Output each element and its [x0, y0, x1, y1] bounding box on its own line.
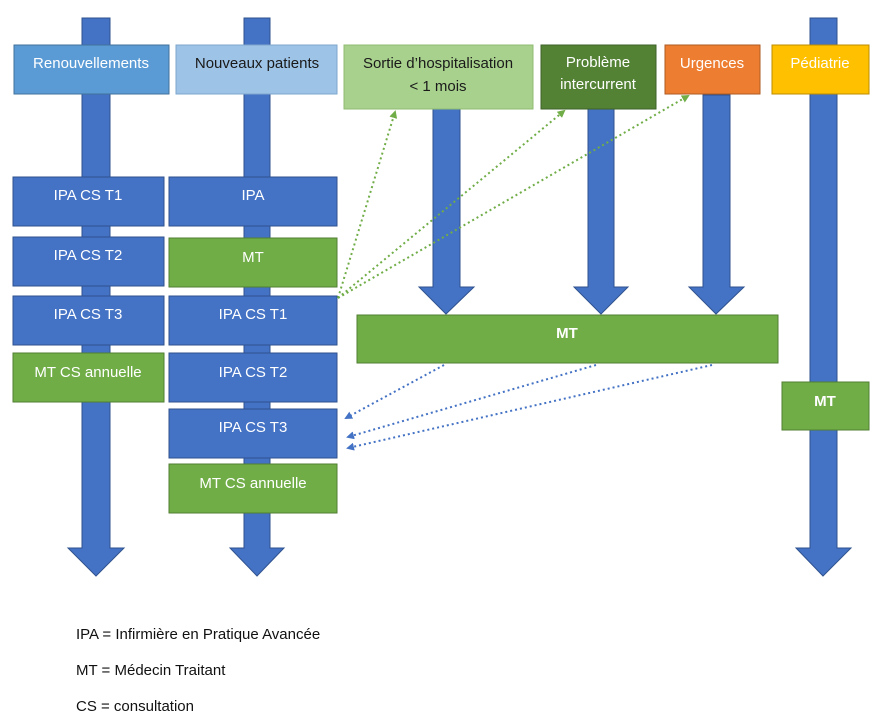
sortie-flow-arrow — [417, 107, 476, 315]
nou-step-6: MT CS annuelle — [199, 475, 306, 492]
ren-step-3-box — [12, 295, 165, 346]
ren-step-4-box — [12, 352, 165, 403]
header-nouveaux-patients: Nouveaux patients — [195, 55, 319, 72]
header-sortie-line1: Sortie d’hospitalisation — [363, 55, 513, 72]
nou-step-4-box — [168, 352, 338, 403]
connector-to-urgences — [337, 95, 690, 299]
connector-mt-to-t3-a — [344, 364, 445, 419]
ren-step-2: IPA CS T2 — [54, 247, 123, 264]
header-renouvellements: Renouvellements — [33, 55, 149, 72]
legend-ipa: IPA = Infirmière en Pratique Avancée — [76, 626, 321, 643]
connector-mt-to-t3-c — [346, 364, 713, 451]
mt-pediatrie-label: MT — [814, 393, 836, 410]
nou-step-6-box — [168, 463, 338, 514]
header-pediatrie: Pédiatrie — [790, 55, 849, 72]
nou-step-1: IPA — [241, 187, 264, 204]
connector-mt-to-t3-b — [346, 364, 597, 440]
header-probleme-line2: intercurrent — [560, 76, 637, 93]
nou-step-2: MT — [242, 249, 264, 266]
header-sortie-box — [343, 44, 534, 110]
mt-pediatrie-box — [781, 381, 870, 431]
header-urgences: Urgences — [680, 55, 744, 72]
header-sortie-line2: < 1 mois — [409, 78, 466, 95]
ren-step-1-box — [12, 176, 165, 227]
legend-mt: MT = Médecin Traitant — [76, 662, 226, 679]
pediatrie-flow-arrow — [794, 17, 853, 577]
header-pediatrie-box — [771, 44, 870, 95]
ren-step-2-box — [12, 236, 165, 287]
mt-center-box — [356, 314, 779, 364]
legend-cs: CS = consultation — [76, 698, 194, 715]
nou-step-3: IPA CS T1 — [219, 306, 288, 323]
nou-step-1-box — [168, 176, 338, 227]
urgences-flow-arrow — [687, 94, 746, 315]
connector-to-probleme — [337, 109, 566, 299]
header-nouveaux-box — [175, 44, 338, 95]
nou-step-2-box — [168, 237, 338, 288]
ren-step-1: IPA CS T1 — [54, 187, 123, 204]
probleme-flow-arrow — [572, 107, 630, 315]
nou-step-3-box — [168, 295, 338, 346]
header-urgences-box — [664, 44, 761, 95]
header-probleme-line1: Problème — [566, 54, 630, 71]
header-renouvellements-box — [13, 44, 170, 95]
header-probleme-box — [540, 44, 657, 110]
mt-center-label: MT — [556, 325, 578, 342]
ren-step-4: MT CS annuelle — [34, 364, 141, 381]
ren-step-3: IPA CS T3 — [54, 306, 123, 323]
nou-step-5-box — [168, 408, 338, 459]
nou-step-5: IPA CS T3 — [219, 419, 288, 436]
nou-step-4: IPA CS T2 — [219, 364, 288, 381]
